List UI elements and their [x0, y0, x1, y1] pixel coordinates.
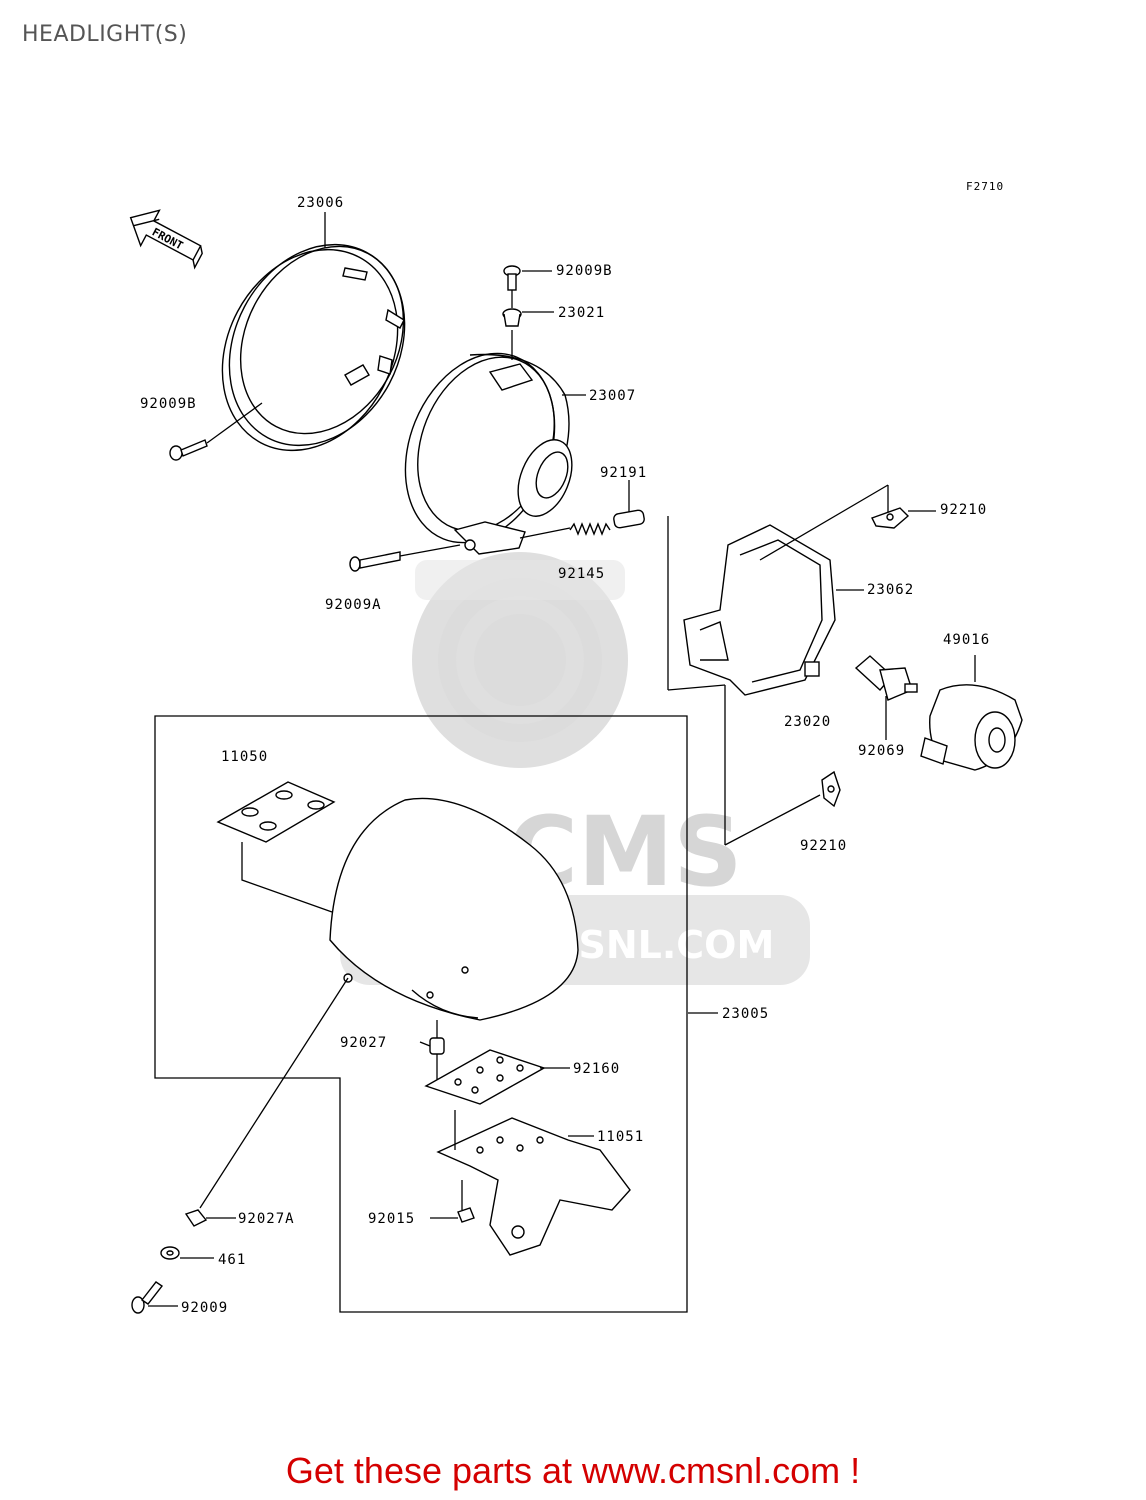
- part-label-461: 461: [218, 1252, 246, 1268]
- nut-92210-upper: [871, 507, 910, 529]
- spacer-92027: [429, 1037, 445, 1055]
- collar-92191: [613, 509, 645, 529]
- screw-92009a: [349, 551, 401, 572]
- bracket-11051: [436, 1117, 631, 1256]
- part-label-92027: 92027: [340, 1035, 387, 1051]
- spring-92145: [569, 522, 611, 536]
- headlight-shell-23005: [329, 797, 579, 1021]
- part-label-23006: 23006: [297, 195, 344, 211]
- part-label-11051: 11051: [597, 1129, 644, 1145]
- headlight-rim: [221, 243, 406, 452]
- part-label-92210-upper: 92210: [940, 502, 987, 518]
- part-label-92145: 92145: [558, 566, 605, 582]
- part-label-92210-lower: 92210: [800, 838, 847, 854]
- part-label-23020: 23020: [784, 714, 831, 730]
- part-label-92160: 92160: [573, 1061, 620, 1077]
- part-label-92009a: 92009A: [325, 597, 382, 613]
- bracket-23062: [683, 524, 836, 696]
- screw-92009b-left: [169, 439, 208, 461]
- plate-92160: [424, 1049, 546, 1105]
- part-label-92027a: 92027A: [238, 1211, 295, 1227]
- nut-92210-lower: [821, 770, 841, 808]
- part-label-92009: 92009: [181, 1300, 228, 1316]
- nut-92015: [457, 1207, 475, 1223]
- part-label-92009b-left: 92009B: [140, 396, 197, 412]
- figure-code: F2710: [966, 180, 1004, 193]
- screw-92009b-top: [503, 265, 521, 291]
- part-label-92015: 92015: [368, 1211, 415, 1227]
- front-arrow-icon: FRONT: [129, 209, 203, 270]
- grommet-92027a: [184, 1209, 208, 1227]
- part-labels: 23006 92009B 23021 92009B 23007 92191 92…: [140, 195, 990, 1316]
- part-label-23005: 23005: [722, 1006, 769, 1022]
- plate-11050: [216, 781, 336, 843]
- part-label-92069: 92069: [858, 743, 905, 759]
- part-label-92191: 92191: [600, 465, 647, 481]
- part-label-23021: 23021: [558, 305, 605, 321]
- part-label-92009b-top: 92009B: [556, 263, 613, 279]
- part-label-49016: 49016: [943, 632, 990, 648]
- part-label-11050: 11050: [221, 749, 268, 765]
- bolt-92009: [131, 1281, 164, 1314]
- bulb-92069: [854, 655, 918, 701]
- part-label-23007: 23007: [589, 388, 636, 404]
- cover-49016: [920, 684, 1023, 771]
- assembly-23005-boundary: [154, 715, 688, 1313]
- headlight-unit: [404, 352, 573, 555]
- footer-shop-link[interactable]: Get these parts at www.cmsnl.com !: [285, 1450, 861, 1491]
- grommet-23021: [502, 308, 522, 327]
- exploded-parts-diagram: CMS WWW.CMSNL.COM F2710 FRONT: [129, 180, 1023, 1316]
- washer-461: [160, 1246, 180, 1260]
- part-label-23062: 23062: [867, 582, 914, 598]
- page-title: HEADLIGHT(S): [22, 22, 188, 47]
